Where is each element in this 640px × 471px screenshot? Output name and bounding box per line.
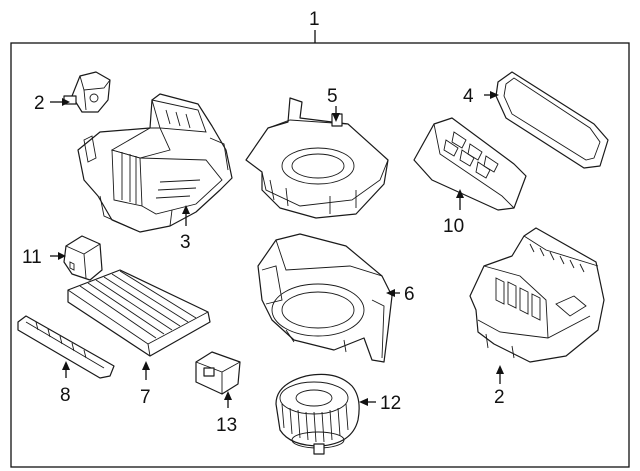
part-label-12: 12 — [380, 393, 401, 414]
part-label-3: 3 — [180, 232, 191, 253]
arrow-10 — [456, 189, 464, 198]
part-5-upper-housing — [245, 97, 389, 219]
part-8-seal-strip — [17, 315, 115, 379]
part-13-resistor — [195, 351, 241, 395]
part-label-5: 5 — [327, 86, 338, 107]
part-12-blower-motor — [275, 373, 360, 455]
part-label-6: 6 — [404, 284, 415, 305]
arrow-8 — [62, 361, 70, 370]
part-label-13: 13 — [216, 415, 237, 436]
part-label-10: 10 — [443, 216, 464, 237]
part-10-intake-grille — [413, 117, 527, 211]
arrow-2 — [496, 365, 504, 374]
part-4-gasket — [495, 71, 609, 169]
arrow-4 — [490, 91, 499, 99]
part-2-case — [469, 227, 605, 363]
part-label-11: 11 — [22, 247, 42, 268]
arrow-9 — [62, 98, 70, 106]
arrow-11 — [58, 252, 66, 260]
part-label-7: 7 — [140, 387, 151, 408]
assembly-label: 1 — [309, 9, 320, 30]
part-6-lower-housing — [257, 233, 393, 363]
arrow-7 — [142, 361, 150, 370]
part-label-8: 8 — [60, 385, 71, 406]
part-3-case — [77, 93, 233, 233]
part-7-filter — [67, 269, 211, 357]
arrow-6 — [386, 289, 395, 297]
part-label-2: 2 — [494, 387, 505, 408]
arrow-13 — [224, 391, 232, 400]
arrow-3 — [182, 205, 190, 214]
arrow-12 — [359, 398, 368, 406]
part-9-actuator — [63, 71, 111, 113]
part-label-4: 4 — [463, 86, 474, 107]
arrow-5 — [332, 113, 340, 122]
part-label-9: 2 — [34, 93, 45, 114]
part-11-connector — [63, 235, 103, 281]
assembly-frame — [10, 30, 630, 468]
